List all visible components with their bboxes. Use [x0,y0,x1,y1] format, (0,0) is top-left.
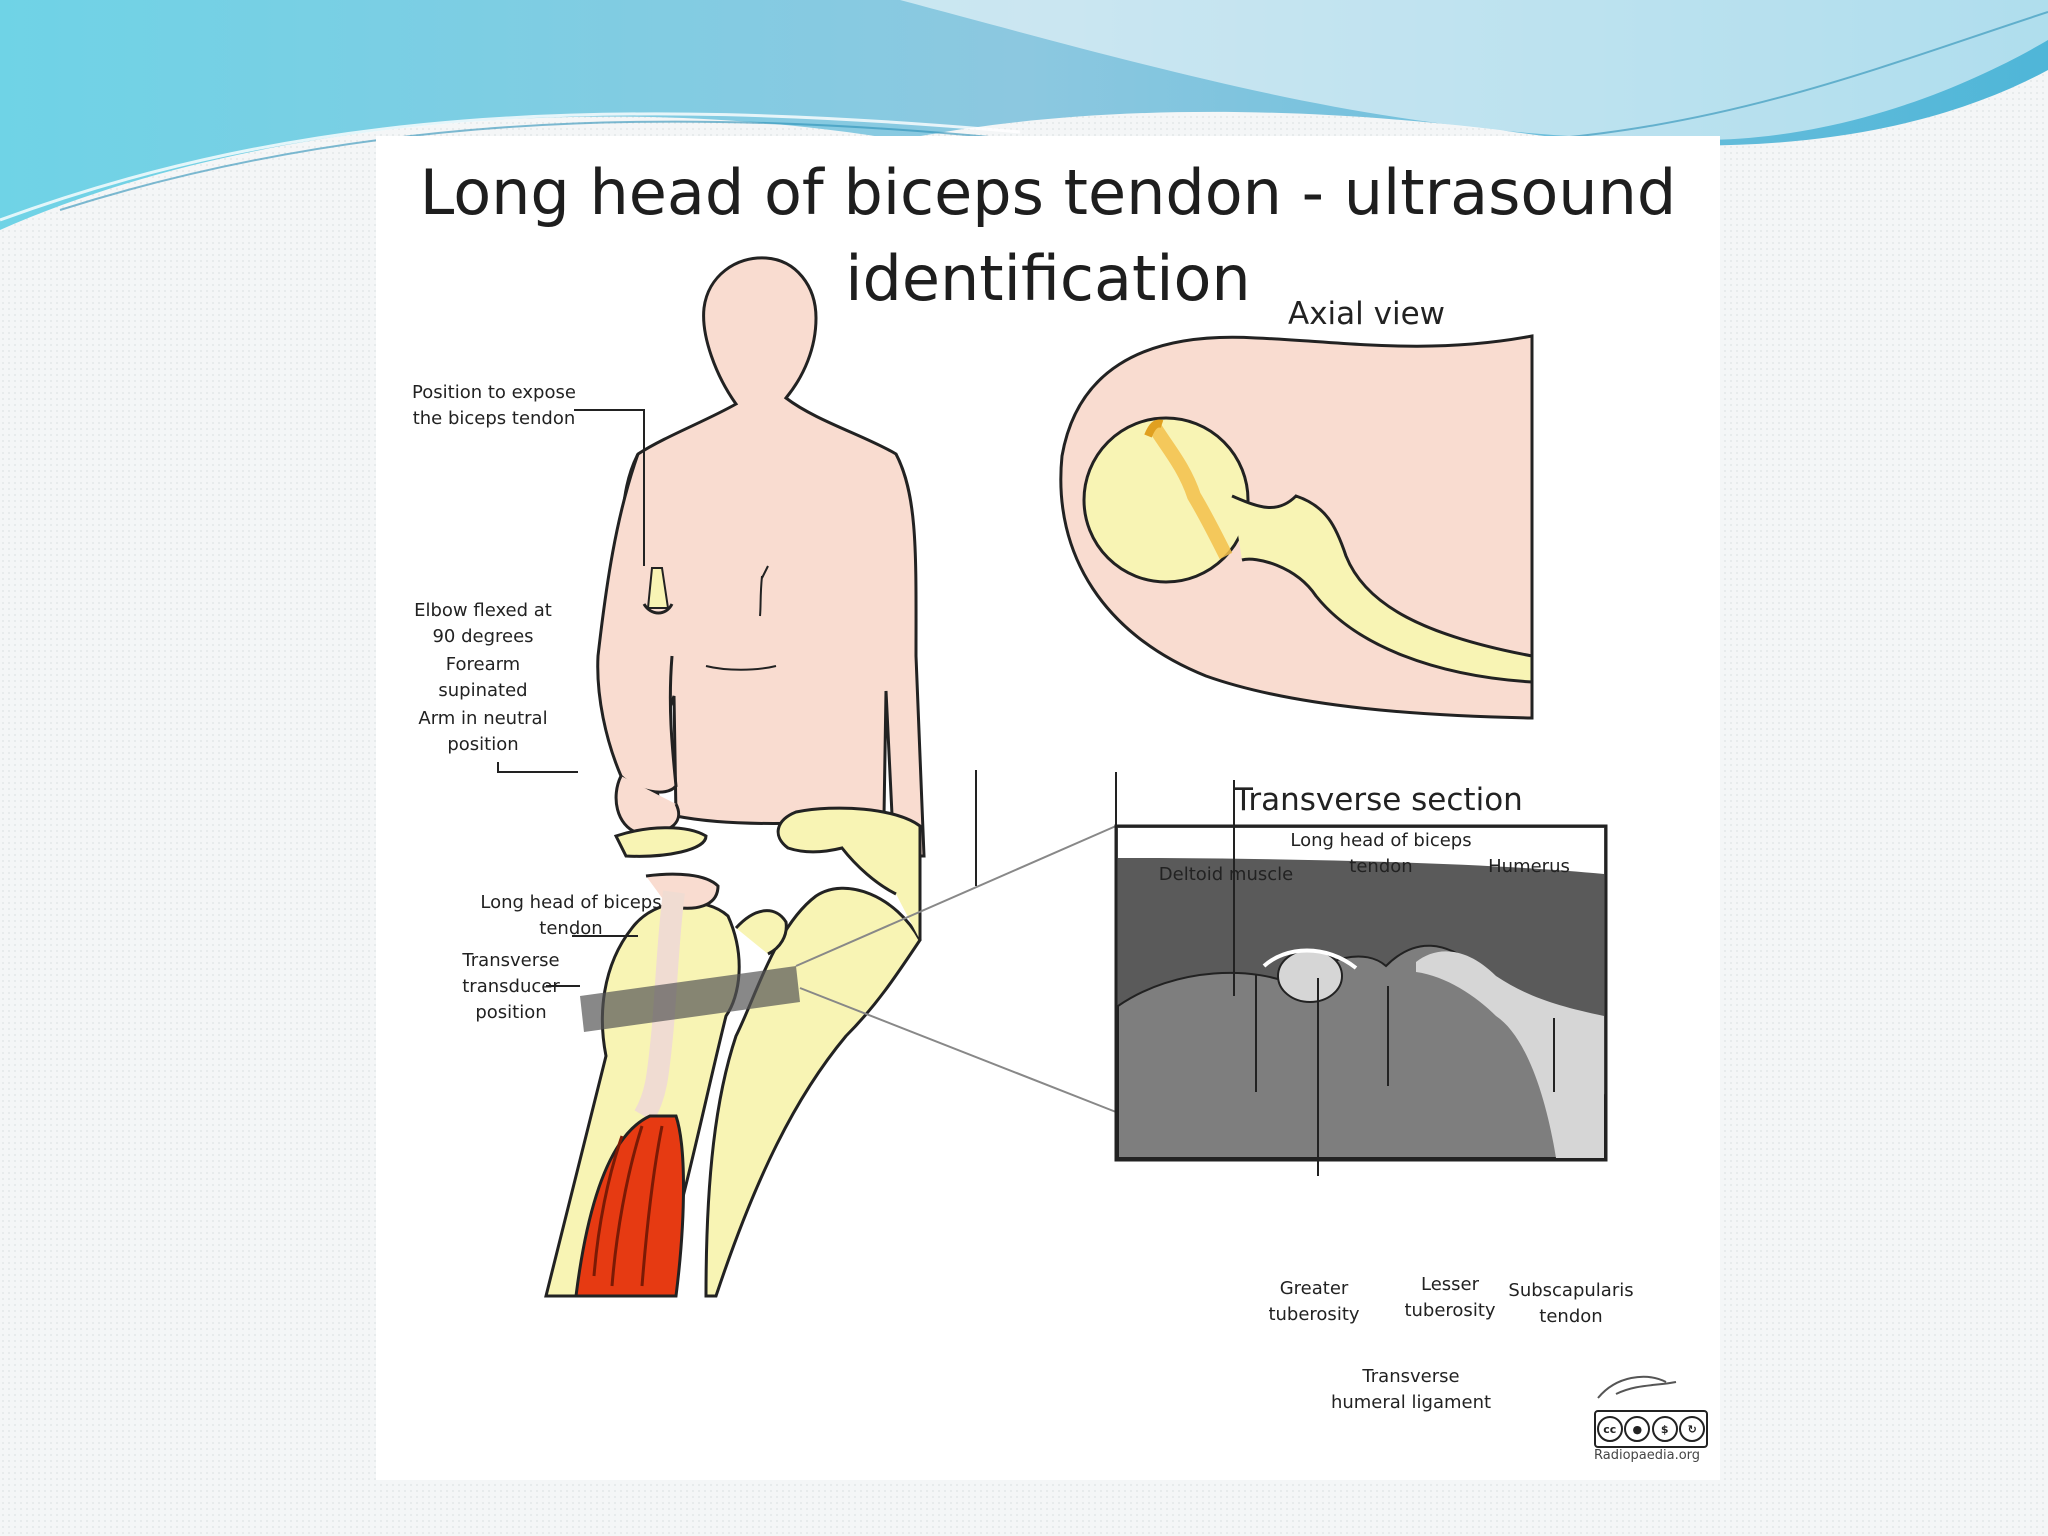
signature-mark [1597,1375,1677,1399]
label-transducer-position: Transverse transducer position [462,950,560,1023]
note-forearm-2: supinated [438,680,528,701]
label-subscapularis: Subscapularis tendon [1508,1280,1634,1327]
note-arm-2: position [447,734,519,755]
source-credit: Radiopaedia.org [1594,1448,1701,1463]
note-arm-1: Arm in neutral [418,708,548,729]
label-humerus: Humerus [1488,856,1570,877]
probe-icon [642,567,674,615]
axial-view-illustration [1059,334,1534,720]
cc-icon: cc [1596,1416,1623,1442]
license-badge: cc ● $ ↻ [1594,1410,1708,1448]
label-long-head-section: Long head of biceps tendon [1290,830,1472,877]
transverse-section-heading: Transverse section [1234,782,1523,818]
ultrasound-section [1114,824,1608,1162]
figure-artwork [497,256,1677,1399]
label-deltoid: Deltoid muscle [1158,864,1294,885]
by-icon: ● [1624,1416,1651,1442]
header-wave-decoration [0,0,2048,230]
torso-illustration [596,256,926,858]
slide-title-line2: identification [845,242,1251,315]
label-long-head-shoulder: Long head of biceps tendon [480,892,662,939]
shoulder-illustration [544,806,1117,1298]
label-transverse-ligament: Transverse humeral ligament [1330,1366,1492,1413]
label-greater-tuberosity: Greater tuberosity [1268,1278,1360,1325]
note-elbow-1: Elbow flexed at [414,600,552,621]
sa-icon: ↻ [1679,1416,1706,1442]
label-lesser-tuberosity: Lesser tuberosity [1404,1274,1496,1321]
biceps-tendon-figure: Long head of biceps tendon - ultrasound … [376,136,1720,1480]
note-elbow-2: 90 degrees [432,626,534,647]
note-forearm-1: Forearm [445,654,521,675]
label-position-biceps: Position to expose the biceps tendon [412,382,576,429]
nc-icon: $ [1651,1416,1678,1442]
slide-title-line1: Long head of biceps tendon - ultrasound [419,156,1677,229]
axial-view-heading: Axial view [1288,296,1446,332]
